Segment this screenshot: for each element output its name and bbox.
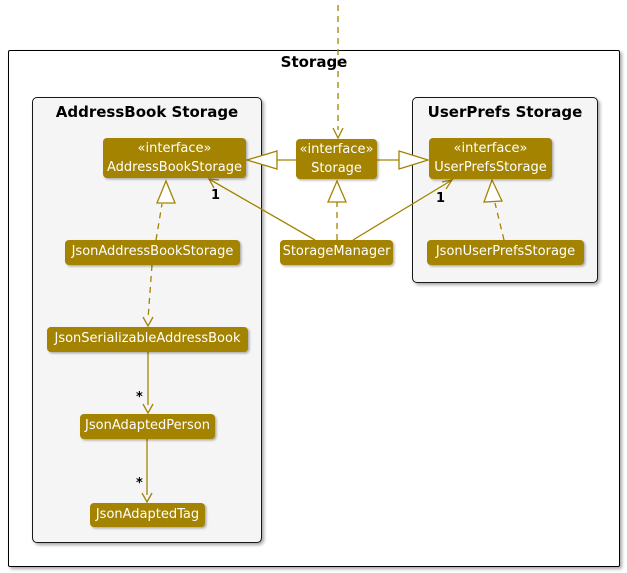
node-jsonadaptedperson: JsonAdaptedPerson [80,414,215,439]
node-storagemanager: StorageManager [280,240,393,265]
class-name: Storage [311,161,362,176]
stereotype-label: «interface» [137,141,212,156]
node-storage-interface: «interface» Storage [296,139,377,179]
package-title: AddressBook Storage [55,103,239,121]
stereotype-label: «interface» [299,142,374,157]
node-jsonserializableaddressbook: JsonSerializableAddressBook [47,327,248,352]
node-userprefsstorage-interface: «interface» UserPrefsStorage [429,138,552,179]
class-name: AddressBookStorage [107,160,242,175]
package-title: UserPrefs Storage [427,103,583,121]
node-addressbookstorage-interface: «interface» AddressBookStorage [103,138,246,178]
stereotype-label: «interface» [453,141,528,156]
class-name: UserPrefsStorage [434,160,547,175]
node-jsonadaptedtag: JsonAdaptedTag [90,503,205,527]
node-jsonaddressbookstorage: JsonAddressBookStorage [65,240,240,265]
node-jsonuserprefsstorage: JsonUserPrefsStorage [427,240,584,265]
